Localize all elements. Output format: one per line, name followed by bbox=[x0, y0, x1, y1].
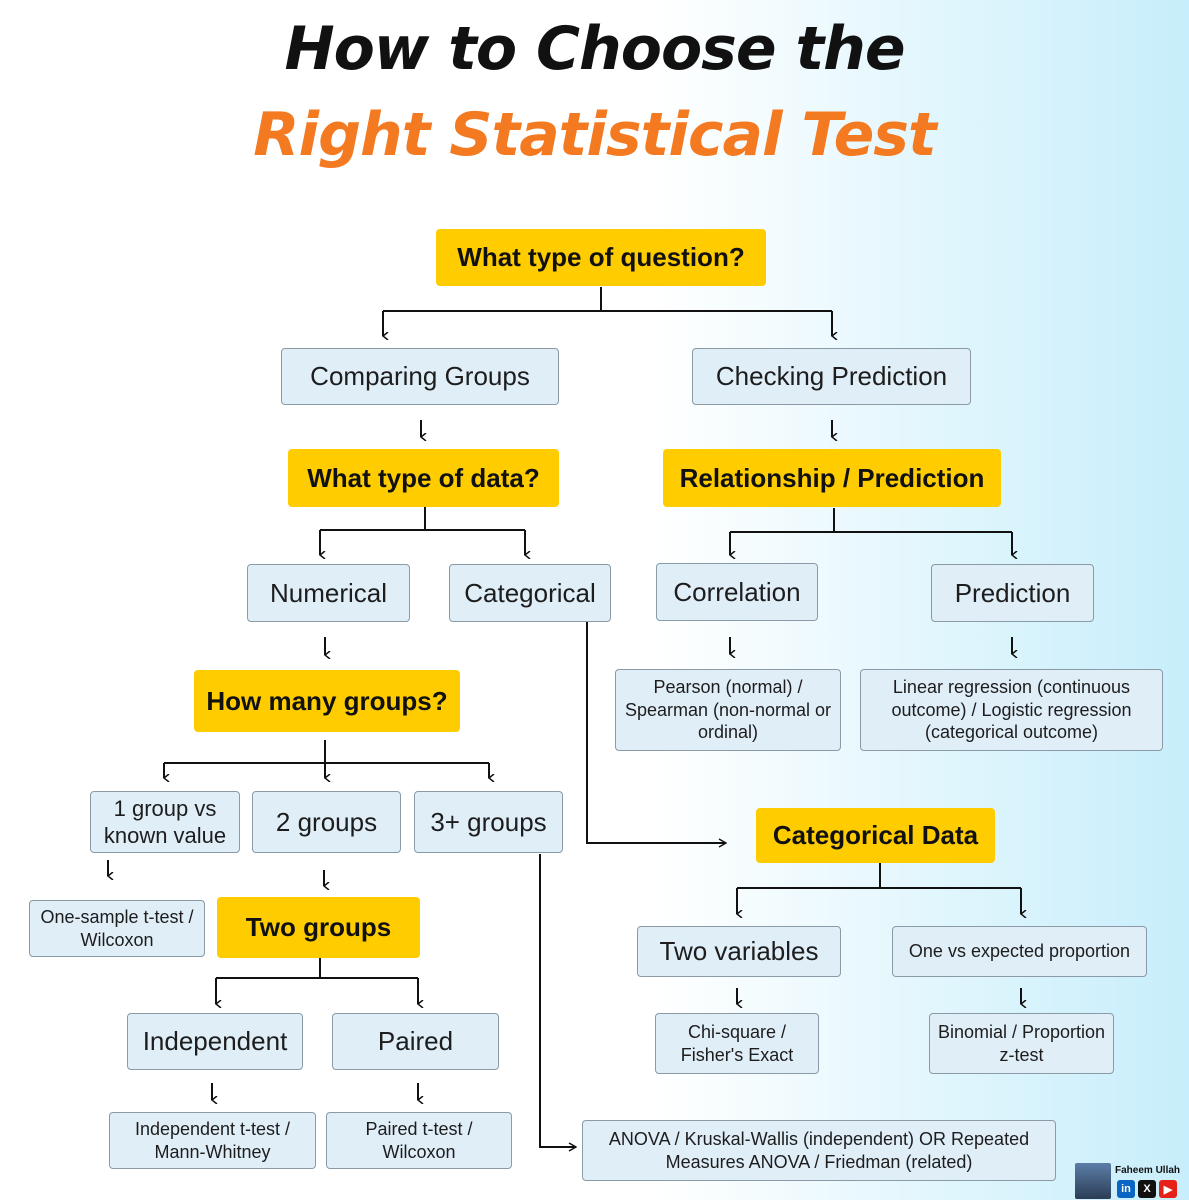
independent-result-box: Independent t-test / Mann-Whitney bbox=[109, 1112, 316, 1169]
linkedin-icon[interactable]: in bbox=[1117, 1180, 1135, 1198]
youtube-icon[interactable]: ▶ bbox=[1159, 1180, 1177, 1198]
prediction-result-box: Linear regression (continuous outcome) /… bbox=[860, 669, 1163, 751]
one-vs-expected-box: One vs expected proportion bbox=[892, 926, 1147, 977]
two-groups-box: 2 groups bbox=[252, 791, 401, 853]
two-variables-box: Two variables bbox=[637, 926, 841, 977]
one-group-result-box: One-sample t-test / Wilcoxon bbox=[29, 900, 205, 957]
relationship-prediction-box: Relationship / Prediction bbox=[663, 449, 1001, 507]
page-title: How to Choose the bbox=[284, 14, 905, 84]
arrow-to-three-groups-result bbox=[539, 854, 576, 1147]
author-badge: Faheem Ullah in X ▶ bbox=[1075, 1163, 1185, 1199]
two-variables-result-box: Chi-square / Fisher's Exact bbox=[655, 1013, 819, 1074]
one-vs-expected-result-box: Binomial / Proportion z-test bbox=[929, 1013, 1114, 1074]
root-question-box: What type of question? bbox=[436, 229, 766, 286]
two-groups-question-box: Two groups bbox=[217, 897, 420, 958]
three-groups-box: 3+ groups bbox=[414, 791, 563, 853]
independent-box: Independent bbox=[127, 1013, 303, 1070]
arrow-to-categorical-data bbox=[586, 621, 726, 843]
categorical-box: Categorical bbox=[449, 564, 611, 622]
groups-question-box: How many groups? bbox=[194, 670, 460, 732]
avatar bbox=[1075, 1163, 1111, 1199]
three-groups-result-box: ANOVA / Kruskal-Wallis (independent) OR … bbox=[582, 1120, 1056, 1181]
comparing-groups-box: Comparing Groups bbox=[281, 348, 559, 405]
categorical-data-box: Categorical Data bbox=[756, 808, 995, 863]
data-type-question-box: What type of data? bbox=[288, 449, 559, 507]
page-subtitle: Right Statistical Test bbox=[253, 100, 936, 170]
correlation-box: Correlation bbox=[656, 563, 818, 621]
x-icon[interactable]: X bbox=[1138, 1180, 1156, 1198]
prediction-box: Prediction bbox=[931, 564, 1094, 622]
correlation-result-box: Pearson (normal) / Spearman (non-normal … bbox=[615, 669, 841, 751]
author-name: Faheem Ullah bbox=[1115, 1165, 1181, 1176]
checking-prediction-box: Checking Prediction bbox=[692, 348, 971, 405]
one-group-box: 1 group vs known value bbox=[90, 791, 240, 853]
paired-box: Paired bbox=[332, 1013, 499, 1070]
paired-result-box: Paired t-test / Wilcoxon bbox=[326, 1112, 512, 1169]
numerical-box: Numerical bbox=[247, 564, 410, 622]
